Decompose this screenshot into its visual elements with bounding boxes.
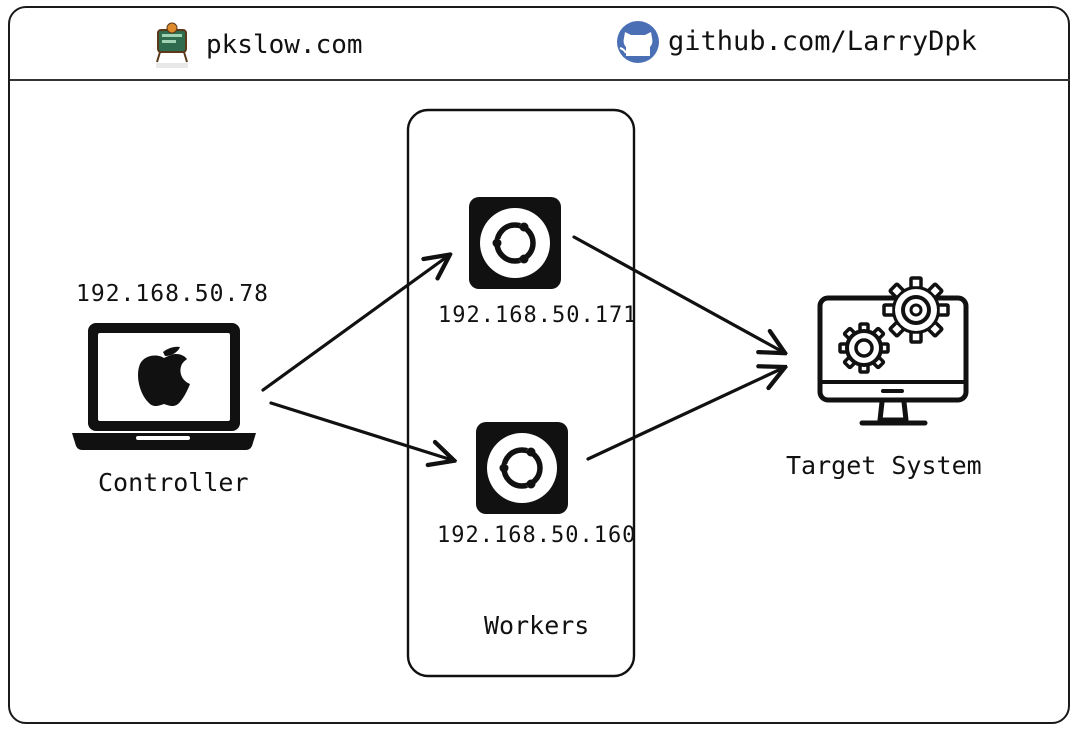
worker2-ubuntu-icon [476,422,568,514]
arrow-worker1-to-target [572,235,783,352]
arrow-controller-to-worker2 [269,401,452,460]
controller-label: Controller [98,468,249,497]
arrow-worker2-to-target [586,368,783,461]
apple-laptop-icon [72,323,256,450]
monitor-gears-icon [817,276,969,426]
diagram-frame [8,6,1070,724]
arrow-controller-to-worker1 [261,256,448,392]
github-icon [617,21,659,63]
target-system-label: Target System [786,451,982,480]
brand-logo-icon [156,22,188,68]
controller-ip-label: 192.168.50.78 [76,281,270,307]
worker2-ip-label: 192.168.50.160 [437,523,637,548]
github-link-text[interactable]: github.com/LarryDpk [668,26,977,57]
worker1-ubuntu-icon [469,197,561,289]
workers-group-box [406,108,636,678]
brand-site-text[interactable]: pkslow.com [206,30,363,60]
worker1-ip-label: 192.168.50.171 [438,303,638,328]
header-divider [10,79,1070,81]
workers-group-label: Workers [484,611,590,640]
